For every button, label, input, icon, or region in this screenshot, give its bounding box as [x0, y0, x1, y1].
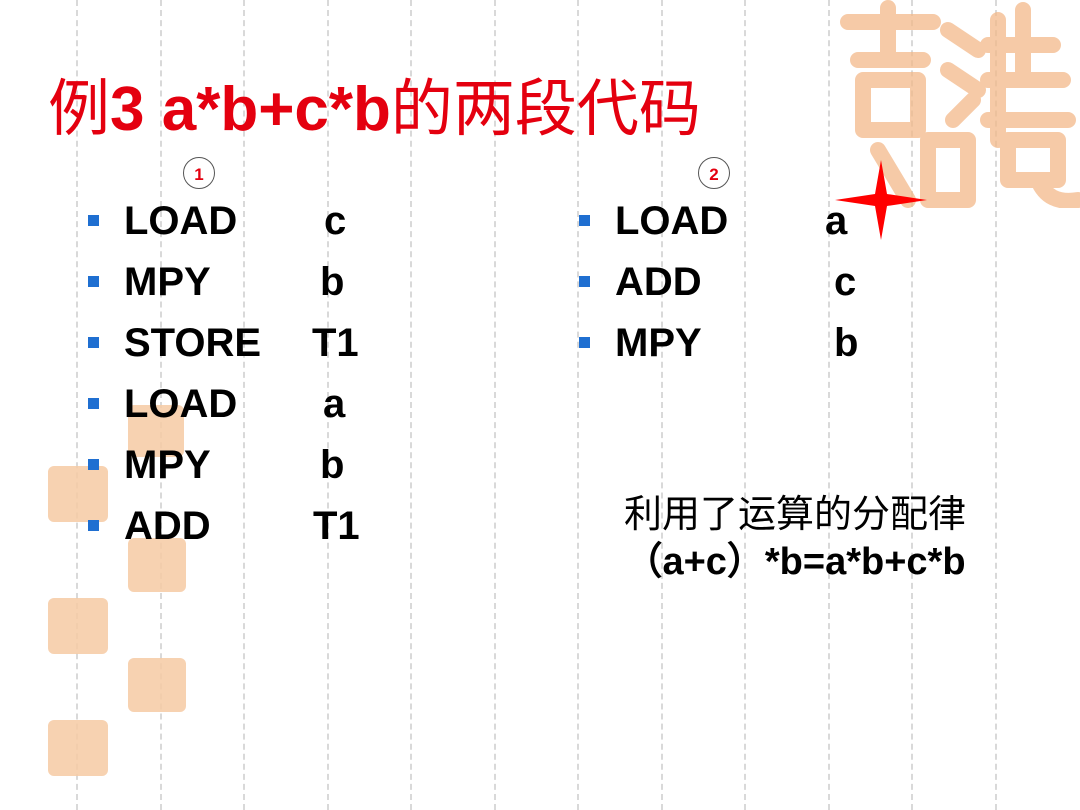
code-line: ADD c	[579, 259, 899, 320]
badge-1: 1	[183, 157, 215, 189]
bullet-icon	[88, 520, 99, 531]
grid-line	[76, 0, 78, 810]
operand: c	[324, 199, 347, 243]
seal-decoration-icon	[48, 720, 108, 776]
code-line: LOAD a	[579, 198, 899, 259]
operand: T1	[312, 321, 359, 365]
grid-line	[243, 0, 245, 810]
code-line: STORE T1	[88, 320, 418, 381]
grid-line	[577, 0, 579, 810]
opcode: ADD	[124, 504, 211, 548]
seal-decoration-icon	[128, 405, 184, 457]
operand: T1	[313, 504, 360, 548]
opcode: MPY	[124, 260, 211, 304]
grid-line	[744, 0, 746, 810]
grid-line	[494, 0, 496, 810]
code-list-1: LOAD c MPY b STORE T1 LOAD a MPY b ADD T1	[88, 198, 418, 564]
opcode: MPY	[615, 321, 702, 365]
opcode: MPY	[124, 443, 211, 487]
bullet-icon	[88, 337, 99, 348]
title-formula: 3 a*b+c*b	[110, 75, 391, 144]
code-line: MPY b	[88, 259, 418, 320]
star-icon	[835, 160, 927, 240]
grid-line	[995, 0, 997, 810]
bullet-icon	[579, 276, 590, 287]
page-title: 例3 a*b+c*b的两段代码	[48, 58, 701, 148]
opcode: LOAD	[124, 199, 238, 243]
code-list-2: LOAD a ADD c MPY b	[579, 198, 899, 381]
seal-decoration-large-icon	[840, 0, 1080, 208]
code-line: ADD T1	[88, 503, 418, 564]
opcode: LOAD	[615, 199, 729, 243]
distributive-law-note: 利用了运算的分配律 （a+c）*b=a*b+c*b	[575, 490, 1015, 586]
code-line: LOAD c	[88, 198, 418, 259]
code-line: MPY b	[579, 320, 899, 381]
bullet-icon	[579, 215, 590, 226]
seal-decoration-icon	[128, 538, 186, 592]
grid-line	[661, 0, 663, 810]
operand: c	[834, 260, 857, 304]
badge-2: 2	[698, 157, 730, 189]
grid-line	[911, 0, 913, 810]
operand: b	[320, 443, 345, 487]
bullet-icon	[88, 215, 99, 226]
opcode: ADD	[615, 260, 702, 304]
opcode: STORE	[124, 321, 262, 365]
seal-decoration-icon	[128, 658, 186, 712]
operand: a	[825, 199, 848, 243]
operand: a	[323, 382, 346, 426]
seal-decoration-icon	[48, 598, 108, 654]
bullet-icon	[88, 398, 99, 409]
note-line-1: 利用了运算的分配律	[623, 492, 966, 536]
bullet-icon	[88, 276, 99, 287]
title-suffix: 的两段代码	[390, 72, 701, 145]
opcode: LOAD	[124, 382, 238, 426]
seal-decoration-icon	[48, 466, 108, 522]
bullet-icon	[579, 337, 590, 348]
grid-line	[828, 0, 830, 810]
bullet-icon	[88, 459, 99, 470]
operand: b	[834, 321, 859, 365]
title-prefix: 例	[48, 72, 111, 145]
grid-line	[410, 0, 412, 810]
code-line: MPY b	[88, 442, 418, 503]
operand: b	[320, 260, 345, 304]
grid-line	[327, 0, 329, 810]
note-line-2: （a+c）*b=a*b+c*b	[624, 541, 966, 583]
code-line: LOAD a	[88, 381, 418, 442]
